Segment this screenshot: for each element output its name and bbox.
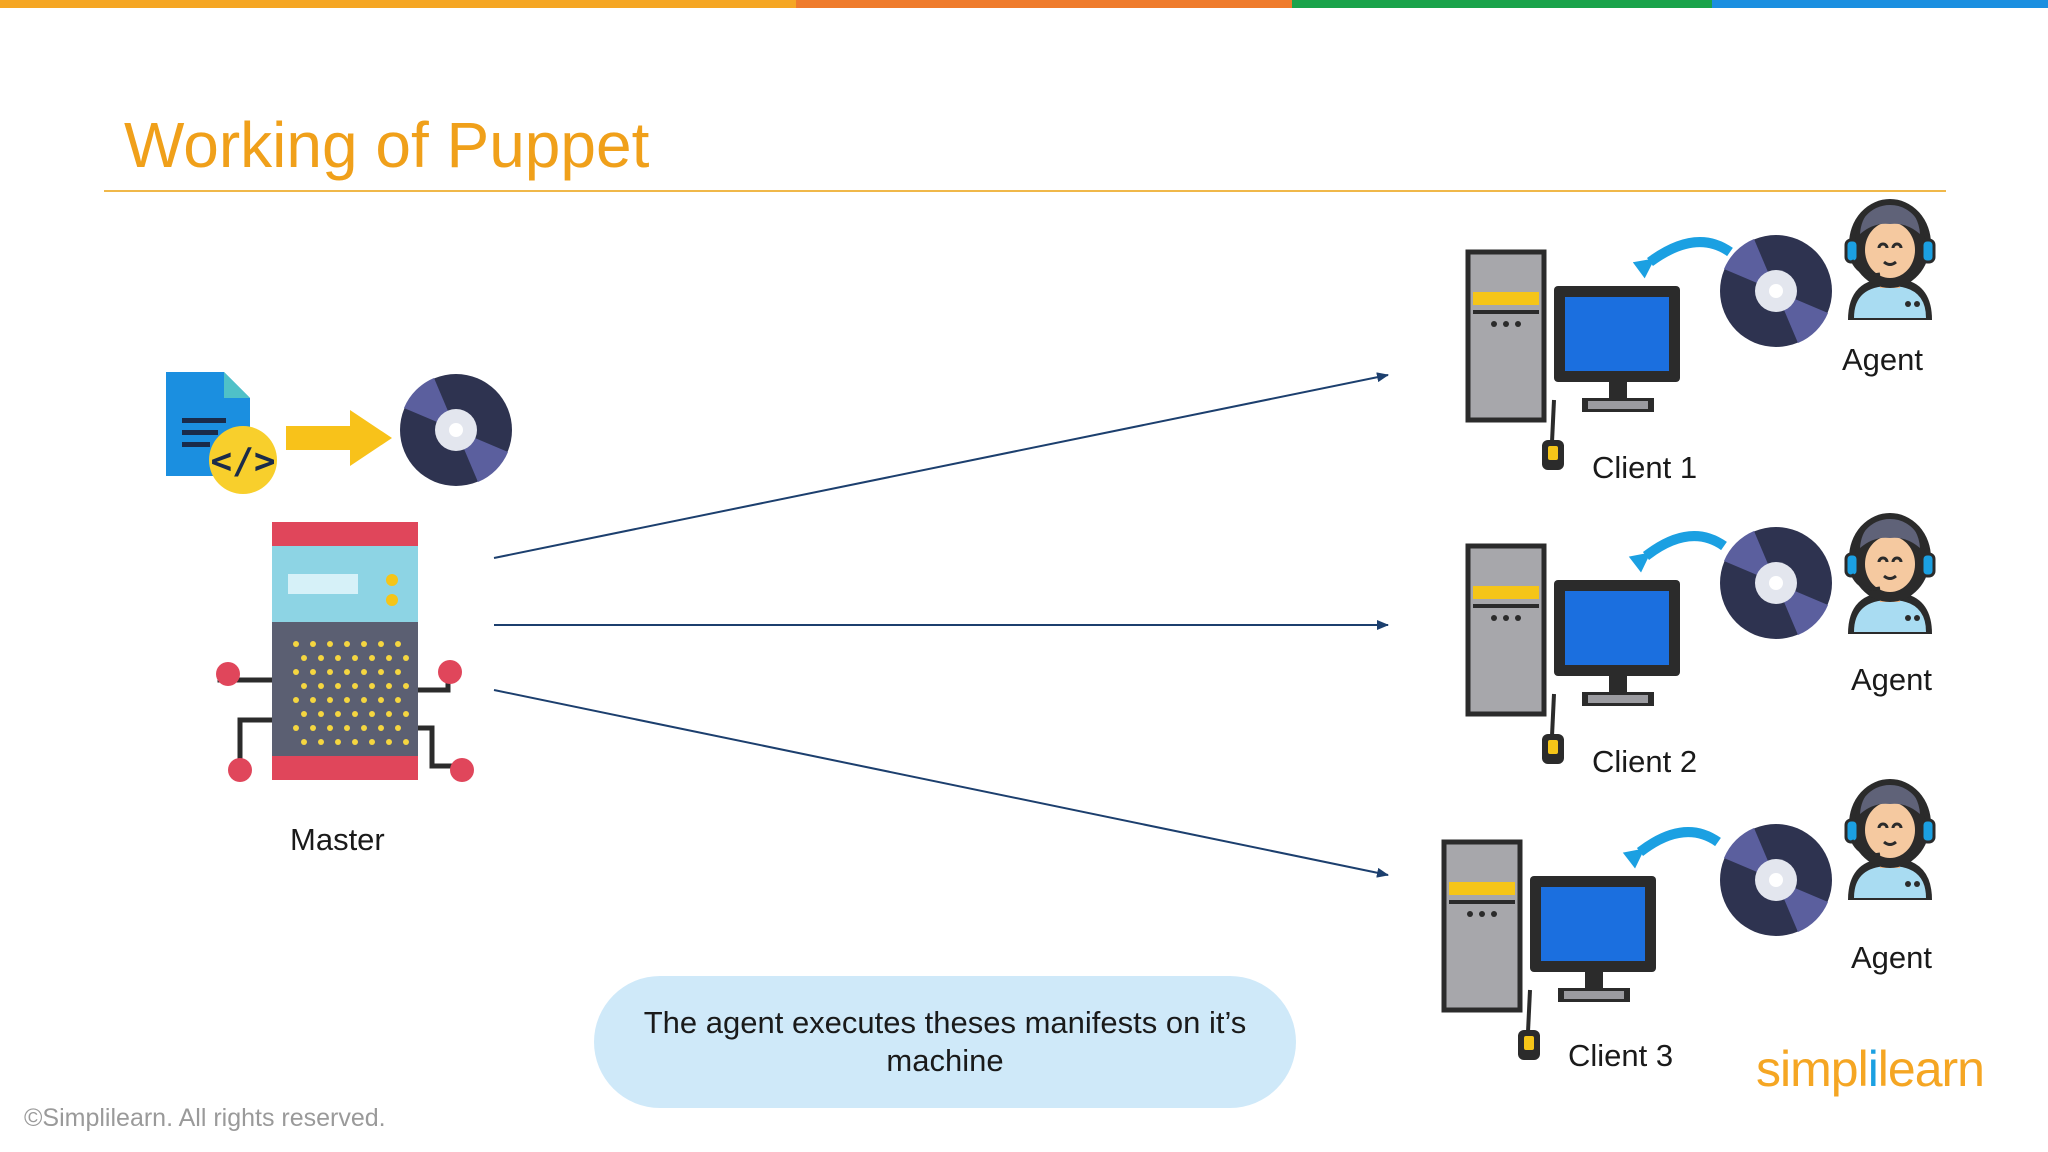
agent-avatar-icon bbox=[1846, 514, 1934, 634]
server-grille-dot bbox=[293, 641, 299, 647]
arrow-right-icon bbox=[286, 410, 392, 466]
server-grille-dot bbox=[293, 697, 299, 703]
server-grille-dot bbox=[352, 739, 358, 745]
server-grille-dot bbox=[403, 655, 409, 661]
agent-avatar-icon bbox=[1846, 780, 1934, 900]
agent-avatar-icon bbox=[1846, 200, 1934, 320]
server-grille-dot bbox=[335, 711, 341, 717]
server-grille-dot bbox=[301, 711, 307, 717]
server-grille-dot bbox=[310, 641, 316, 647]
server-grille-dot bbox=[310, 725, 316, 731]
simplilearn-logo: simplilearn bbox=[1756, 1040, 1985, 1098]
server-grille-dot bbox=[361, 725, 367, 731]
arrow-to-client-3 bbox=[493, 689, 1389, 878]
server-grille-dot bbox=[352, 711, 358, 717]
server-grille-dot bbox=[395, 725, 401, 731]
client-computer-icon bbox=[1444, 842, 1656, 1060]
server-grille-dot bbox=[395, 697, 401, 703]
top-bar-segment bbox=[796, 0, 1292, 8]
server-grille-dot bbox=[310, 697, 316, 703]
disc-icon bbox=[1720, 527, 1832, 639]
server-grille-dot bbox=[403, 711, 409, 717]
client-1-label: Client 1 bbox=[1592, 450, 1698, 485]
server-grille-dot bbox=[395, 641, 401, 647]
server-grille-dot bbox=[293, 669, 299, 675]
server-grille-dot bbox=[386, 739, 392, 745]
top-bar-segment bbox=[1712, 0, 2048, 8]
agent-3-label: Agent bbox=[1851, 940, 1933, 975]
server-grille-dot bbox=[310, 669, 316, 675]
server-grille-dot bbox=[386, 655, 392, 661]
slide-title: Working of Puppet bbox=[124, 109, 650, 181]
server-grille-dot bbox=[403, 683, 409, 689]
top-bar-segment bbox=[0, 0, 796, 8]
top-bar-segment bbox=[1292, 0, 1712, 8]
arrow-to-client-1 bbox=[493, 372, 1389, 559]
server-grille-dot bbox=[378, 725, 384, 731]
agent-1-label: Agent bbox=[1842, 342, 1924, 377]
server-grille-dot bbox=[386, 711, 392, 717]
server-grille-dot bbox=[369, 683, 375, 689]
server-grille-dot bbox=[327, 697, 333, 703]
disc-icon bbox=[1720, 235, 1832, 347]
server-icon bbox=[216, 522, 474, 782]
svg-text:</>: </> bbox=[210, 441, 275, 482]
server-grille-dot bbox=[352, 655, 358, 661]
server-grille-dot bbox=[301, 655, 307, 661]
server-grille-dot bbox=[318, 655, 324, 661]
server-grille-dot bbox=[327, 669, 333, 675]
callout-text: The agent executes theses manifests on i… bbox=[643, 1005, 1247, 1078]
top-color-bar bbox=[0, 0, 2048, 8]
server-grille-dot bbox=[352, 683, 358, 689]
server-grille-dot bbox=[344, 641, 350, 647]
server-grille-dot bbox=[369, 655, 375, 661]
curved-arrow-icon bbox=[1622, 827, 1721, 869]
server-grille-dot bbox=[318, 739, 324, 745]
server-grille-dot bbox=[369, 711, 375, 717]
server-grille-dot bbox=[301, 683, 307, 689]
logo-text-part: learn bbox=[1877, 1041, 1985, 1097]
server-grille-dot bbox=[293, 725, 299, 731]
server-grille-dot bbox=[335, 655, 341, 661]
title-underline bbox=[104, 190, 1946, 192]
client-computer-icon bbox=[1468, 546, 1680, 764]
server-grille-dot bbox=[378, 697, 384, 703]
server-grille-dot bbox=[344, 725, 350, 731]
server-grille-dot bbox=[301, 739, 307, 745]
server-grille-dot bbox=[395, 669, 401, 675]
server-grille-dot bbox=[318, 683, 324, 689]
server-grille-dot bbox=[318, 711, 324, 717]
logo-text-part: i bbox=[1867, 1041, 1879, 1097]
server-grille-dot bbox=[386, 683, 392, 689]
server-grille-dot bbox=[403, 739, 409, 745]
server-grille-dot bbox=[361, 669, 367, 675]
server-grille-dot bbox=[378, 669, 384, 675]
disc-icon bbox=[400, 374, 512, 486]
server-grille-dot bbox=[335, 739, 341, 745]
server-grille-dot bbox=[361, 641, 367, 647]
server-grille-dot bbox=[344, 697, 350, 703]
curved-arrow-icon bbox=[1632, 237, 1733, 279]
server-grille-dot bbox=[361, 697, 367, 703]
server-grille-dot bbox=[327, 725, 333, 731]
server-grille-dot bbox=[369, 739, 375, 745]
client-2-label: Client 2 bbox=[1592, 744, 1698, 779]
server-grille-dot bbox=[327, 641, 333, 647]
agent-2-label: Agent bbox=[1851, 662, 1933, 697]
disc-icon bbox=[1720, 824, 1832, 936]
server-grille-dot bbox=[378, 641, 384, 647]
server-grille-dot bbox=[344, 669, 350, 675]
client-3-label: Client 3 bbox=[1568, 1038, 1674, 1073]
master-label: Master bbox=[290, 822, 385, 857]
copyright-text: ©Simplilearn. All rights reserved. bbox=[24, 1104, 386, 1132]
client-computer-icon bbox=[1468, 252, 1680, 470]
curved-arrow-icon bbox=[1628, 531, 1727, 573]
server-grille-dot bbox=[335, 683, 341, 689]
code-file-icon: </> bbox=[166, 372, 277, 494]
callout-bubble: The agent executes theses manifests on i… bbox=[594, 976, 1296, 1108]
logo-text-part: simpl bbox=[1756, 1041, 1869, 1097]
